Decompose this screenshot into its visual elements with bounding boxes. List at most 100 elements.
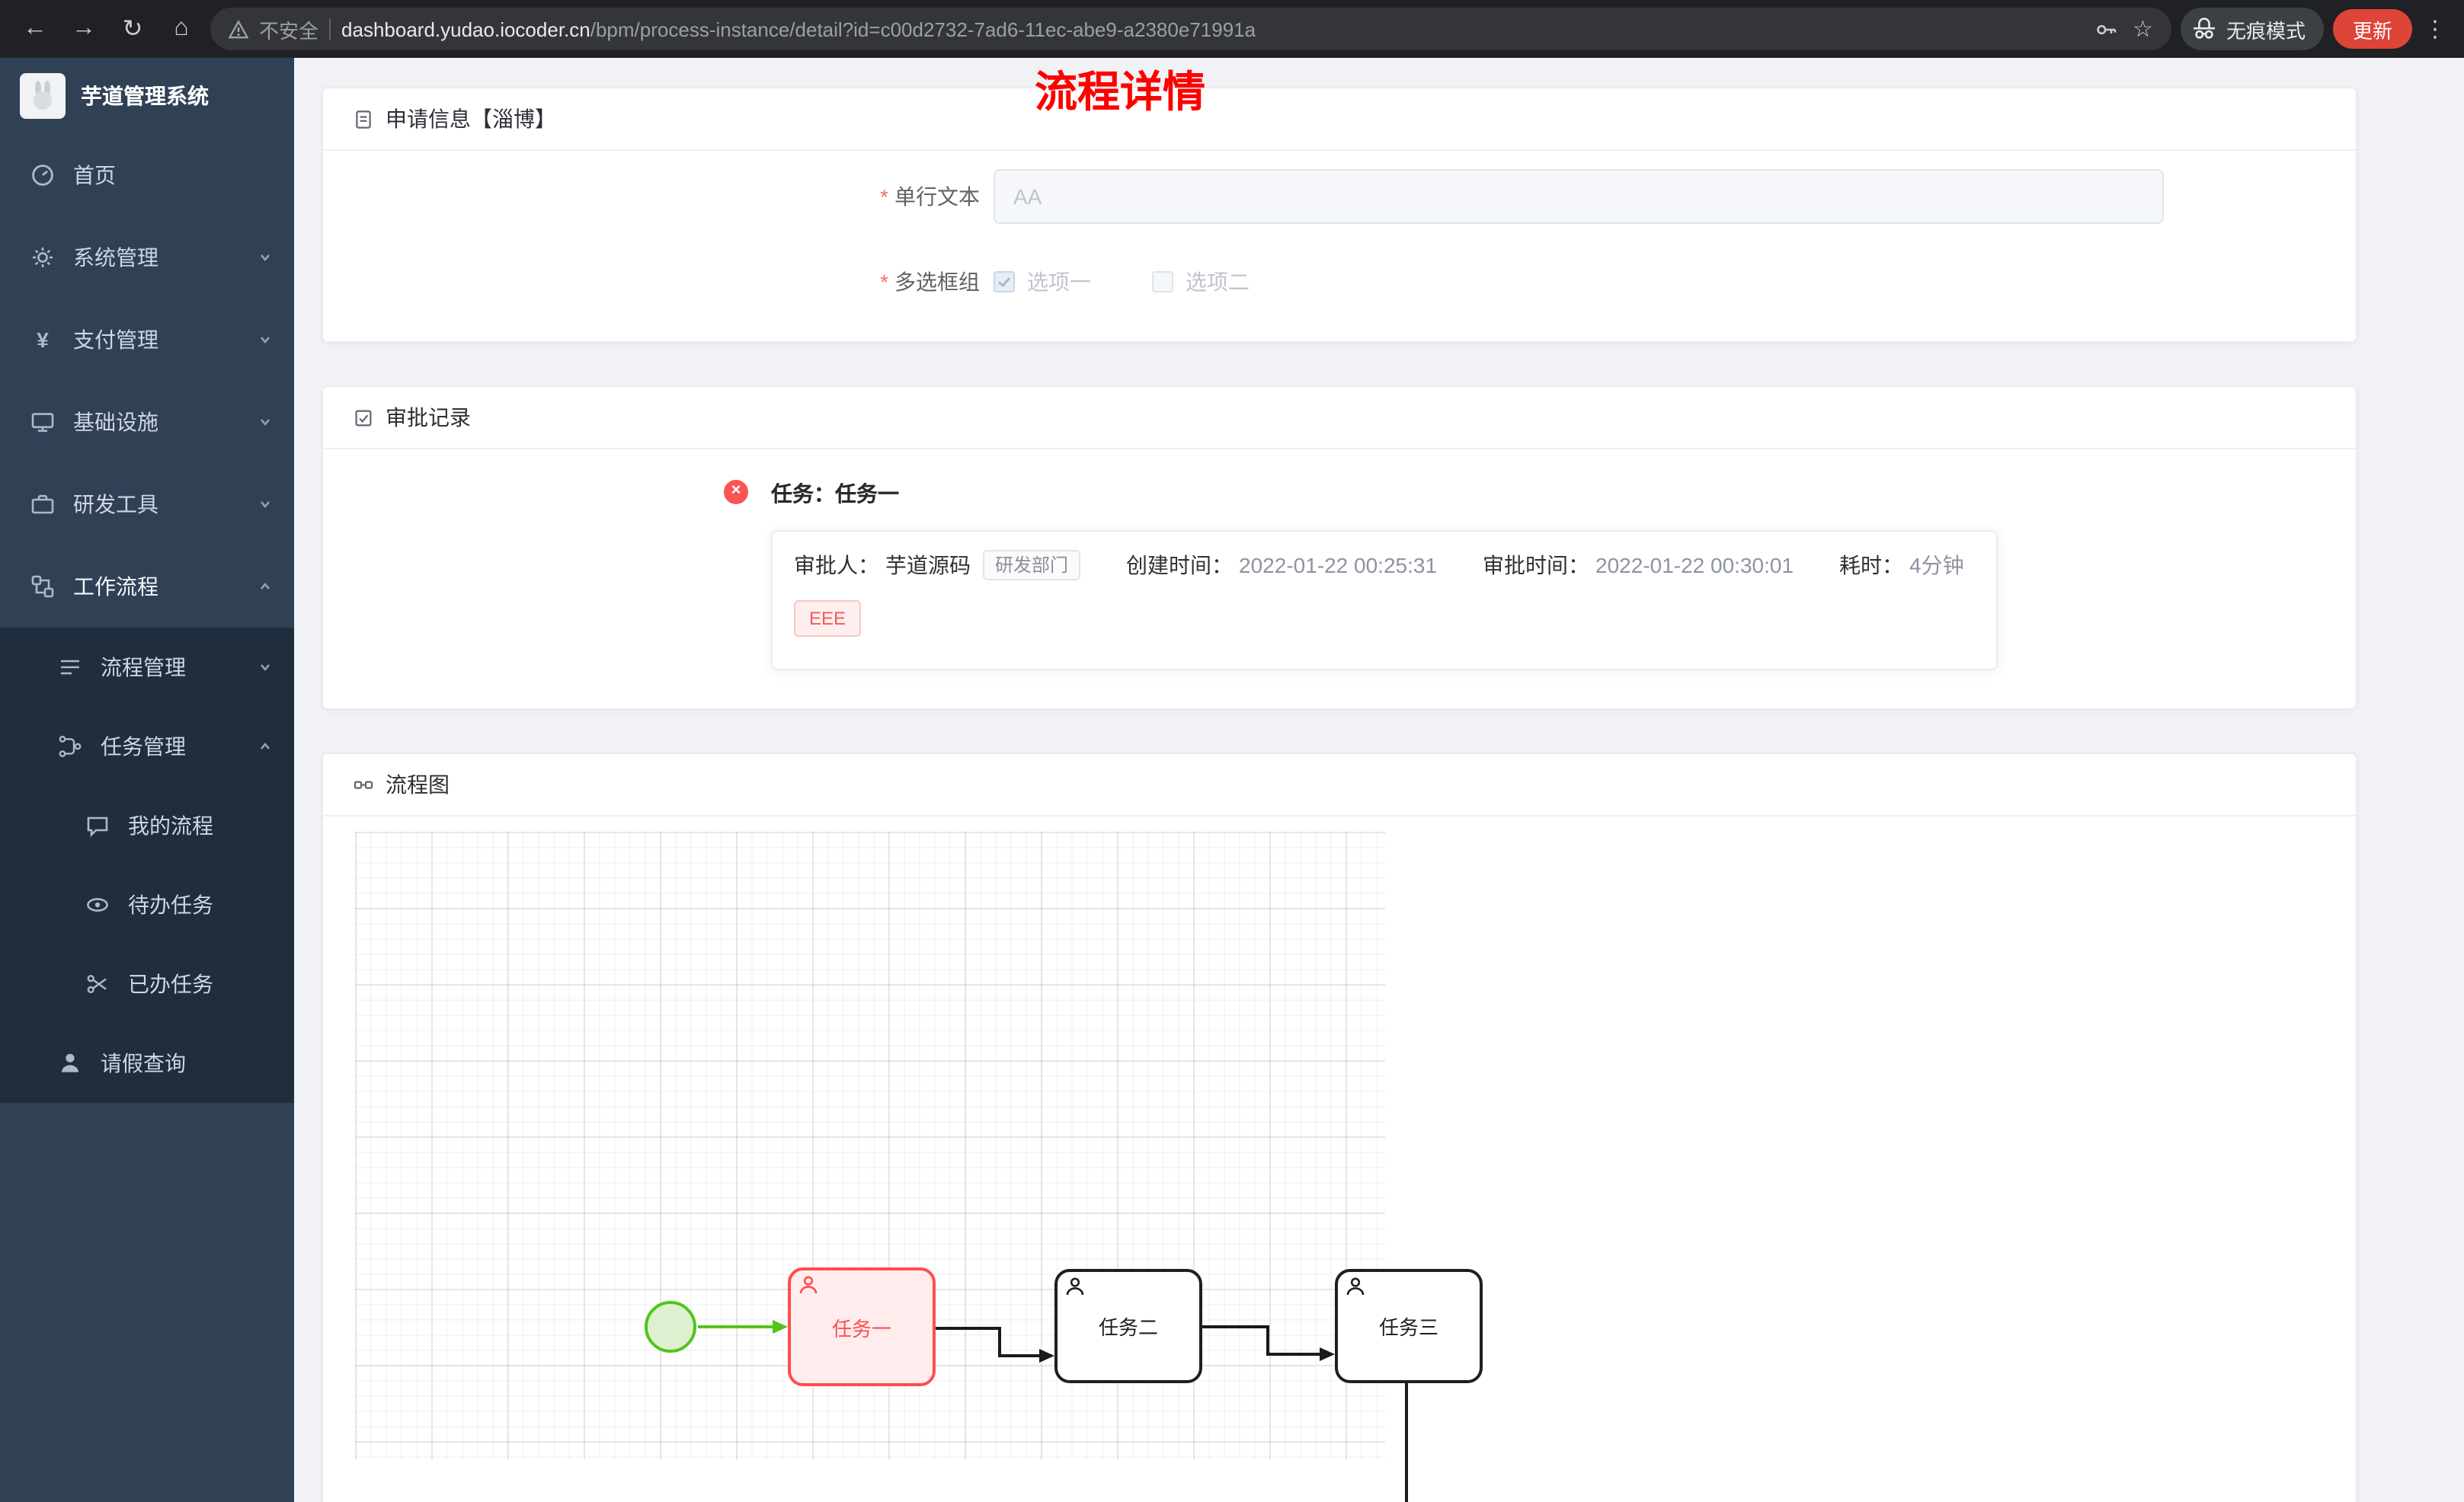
approval-records-card: 审批记录 × 任务：任务一 审批人： 芋道源码 研发部门 创建时间： 2022-… <box>322 385 2357 710</box>
sidebar-item-devtools[interactable]: 研发工具 <box>0 463 294 545</box>
sidebar-item-leave-query[interactable]: 请假查询 <box>0 1024 294 1103</box>
password-key-icon[interactable] <box>2094 18 2117 40</box>
browser-toolbar: ← → ↻ ⌂ 不安全 dashboard.yudao.iocoder.cn/b… <box>0 0 2464 58</box>
back-icon[interactable]: ← <box>23 15 47 41</box>
approved-time-label: 审批时间： <box>1483 553 1590 577</box>
not-secure-warning-icon <box>229 19 248 39</box>
process-diagram-card: 流程图 任务一 <box>322 753 2357 1502</box>
application-info-card: 申请信息【淄博】 *单行文本 *多选框组 选项一 选项二 <box>322 87 2357 343</box>
main-content: 流程详情 申请信息【淄博】 *单行文本 *多选框组 选项一 <box>294 58 2464 1502</box>
department-tag: 研发部门 <box>983 550 1081 580</box>
app-logo-avatar <box>20 73 66 119</box>
checkbox-unchecked-icon <box>1152 271 1173 292</box>
monitor-icon <box>30 410 55 434</box>
approver-label: 审批人： <box>794 553 879 577</box>
duration-label: 耗时： <box>1839 553 1904 577</box>
sidebar-item-process-management[interactable]: 流程管理 <box>0 628 294 707</box>
app-title: 芋道管理系统 <box>81 84 209 108</box>
gear-icon <box>30 245 55 270</box>
sidebar-item-label: 请假查询 <box>101 1051 186 1075</box>
reload-icon[interactable]: ↻ <box>122 17 143 43</box>
checkbox-checked-icon <box>994 271 1015 292</box>
bpmn-task-2[interactable]: 任务二 <box>1054 1269 1202 1383</box>
single-line-text-input[interactable] <box>994 169 2164 224</box>
sidebar-item-home[interactable]: 首页 <box>0 134 294 216</box>
workflow-submenu: 流程管理 任务管理 我的流程 待办任务 <box>0 628 294 1103</box>
not-secure-label: 不安全 <box>259 19 319 42</box>
field-label-text: 单行文本 <box>894 184 980 209</box>
home-icon[interactable]: ⌂ <box>174 15 189 41</box>
approval-reason-row: EEE <box>794 600 1975 637</box>
scissors-icon <box>85 972 110 996</box>
sidebar-item-label: 我的流程 <box>128 813 213 838</box>
checkbox-label: 选项二 <box>1186 270 1250 294</box>
url-path: /bpm/process-instance/detail?id=c00d2732… <box>590 18 1256 40</box>
eye-icon <box>85 893 110 917</box>
bpmn-task-3[interactable]: 任务三 <box>1335 1269 1483 1383</box>
created-time-value: 2022-01-22 00:25:31 <box>1239 553 1438 577</box>
sidebar-item-workflow[interactable]: 工作流程 <box>0 545 294 628</box>
person-icon <box>58 1051 82 1075</box>
records-icon <box>354 407 375 428</box>
checkbox-option-2[interactable]: 选项二 <box>1152 267 1250 297</box>
sidebar-item-label: 任务管理 <box>101 734 186 759</box>
sidebar-item-payment[interactable]: ¥ 支付管理 <box>0 299 294 381</box>
form-row-text: *单行文本 <box>323 169 2356 224</box>
sidebar-item-label: 基础设施 <box>73 410 158 434</box>
sidebar-item-label: 系统管理 <box>73 245 158 270</box>
approval-detail-row: 审批人： 芋道源码 研发部门 创建时间： 2022-01-22 00:25:31… <box>794 550 1975 580</box>
task-label: 任务二 <box>1098 1316 1158 1339</box>
application-info-header: 申请信息【淄博】 <box>323 88 2356 151</box>
user-task-icon <box>798 1275 818 1295</box>
bpmn-start-event[interactable] <box>645 1301 696 1353</box>
chevron-up-icon <box>258 579 273 594</box>
list-icon <box>58 655 82 679</box>
process-diagram-header: 流程图 <box>323 754 2356 817</box>
incognito-badge: 无痕模式 <box>2180 8 2324 50</box>
chevron-down-icon <box>258 660 273 675</box>
user-task-icon <box>1346 1277 1365 1296</box>
sidebar-item-task-management[interactable]: 任务管理 <box>0 707 294 786</box>
toolbox-icon <box>30 492 55 516</box>
url-text: dashboard.yudao.iocoder.cn/bpm/process-i… <box>341 18 1256 40</box>
sidebar-item-label: 流程管理 <box>101 655 186 679</box>
bookmark-star-icon[interactable]: ☆ <box>2133 16 2153 42</box>
sidebar-item-label: 支付管理 <box>73 328 158 352</box>
sidebar-item-label: 工作流程 <box>73 574 158 599</box>
user-task-icon <box>1065 1277 1085 1296</box>
sidebar-item-infrastructure[interactable]: 基础设施 <box>0 381 294 463</box>
chevron-down-icon <box>258 414 273 430</box>
task-label: 任务三 <box>1378 1316 1438 1339</box>
url-bar[interactable]: 不安全 dashboard.yudao.iocoder.cn/bpm/proce… <box>210 8 2171 50</box>
approval-detail-card: 审批人： 芋道源码 研发部门 创建时间： 2022-01-22 00:25:31… <box>771 530 1998 670</box>
reason-tag: EEE <box>794 600 862 637</box>
bpmn-task-1[interactable]: 任务一 <box>788 1267 936 1386</box>
flowchart-icon <box>354 774 375 795</box>
incognito-label: 无痕模式 <box>2226 19 2306 42</box>
update-button[interactable]: 更新 <box>2332 9 2412 49</box>
checkbox-option-1[interactable]: 选项一 <box>994 267 1091 297</box>
sidebar-item-done-tasks[interactable]: 已办任务 <box>0 944 294 1024</box>
approved-time-value: 2022-01-22 00:30:01 <box>1595 553 1794 577</box>
forward-icon[interactable]: → <box>72 15 96 41</box>
workflow-icon <box>30 574 55 599</box>
card-title: 申请信息【淄博】 <box>386 107 556 131</box>
chevron-up-icon <box>258 739 273 754</box>
branch-icon <box>58 734 82 759</box>
field-label-text: 多选框组 <box>894 270 980 294</box>
url-domain: dashboard.yudao.iocoder.cn <box>341 18 590 40</box>
field-label: *单行文本 <box>323 181 994 212</box>
app-logo: 芋道管理系统 <box>0 58 294 134</box>
field-label: *多选框组 <box>323 267 994 297</box>
sidebar-item-my-processes[interactable]: 我的流程 <box>0 786 294 865</box>
sidebar-item-label: 研发工具 <box>73 492 158 516</box>
browser-menu-icon[interactable]: ⋮ <box>2424 17 2446 43</box>
document-icon <box>354 108 375 129</box>
duration-value: 4分钟 <box>1909 553 1964 577</box>
approval-records-header: 审批记录 <box>323 387 2356 449</box>
sidebar-item-system[interactable]: 系统管理 <box>0 216 294 299</box>
sidebar-item-todo-tasks[interactable]: 待办任务 <box>0 865 294 944</box>
chevron-down-icon <box>258 332 273 347</box>
required-mark: * <box>880 270 888 294</box>
chevron-down-icon <box>258 250 273 265</box>
